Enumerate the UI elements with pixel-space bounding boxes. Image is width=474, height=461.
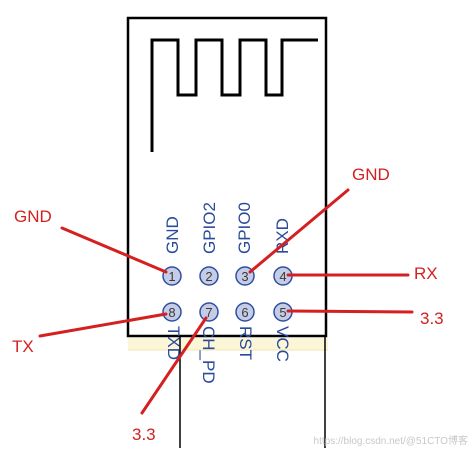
pin-pad-6 <box>235 302 255 322</box>
pin-number-7: 7 <box>205 305 212 320</box>
callout-line-tx <box>38 312 168 338</box>
pin-number-3: 3 <box>241 269 248 284</box>
pin-labels: GND GPIO2 GPIO0 RXD TXD CH_PD RST VCC <box>163 202 292 384</box>
pin-pad-2 <box>199 266 219 286</box>
pin-label-rst: RST <box>236 326 255 360</box>
callout-gnd-left: GND <box>14 207 52 226</box>
pin-number-2: 2 <box>205 269 212 284</box>
callout-3v3-right: 3.3 <box>420 309 444 328</box>
pin-pad-7 <box>199 302 219 322</box>
module-outline <box>126 16 328 338</box>
callout-line-3v3-bottom <box>140 316 208 415</box>
pin-label-gnd: GND <box>163 216 182 254</box>
watermark: https://blog.csdn.net/@51CTO博客 <box>314 434 468 447</box>
callout-labels: GND GND RX 3.3 TX 3.3 <box>12 165 444 444</box>
pin-pad-8 <box>162 302 182 322</box>
callout-tx: TX <box>12 337 34 356</box>
pin-number-5: 5 <box>279 305 286 320</box>
pin-number-6: 6 <box>241 305 248 320</box>
callout-rx: RX <box>414 264 438 283</box>
callout-gnd-right: GND <box>352 165 390 184</box>
pin-8: 8 <box>162 302 182 322</box>
pin-number-4: 4 <box>279 269 286 284</box>
pin-label-rxd: RXD <box>273 218 292 254</box>
pin-number-1: 1 <box>168 269 175 284</box>
pin-label-txd: TXD <box>164 326 183 360</box>
pin-label-gpio2: GPIO2 <box>200 202 219 254</box>
pin-2: 2 <box>199 266 219 286</box>
pin-number-8: 8 <box>168 305 175 320</box>
pin-pad-1 <box>162 266 182 286</box>
pin-pads: 1 2 3 4 8 7 6 5 <box>162 266 293 322</box>
callout-line-gnd-right <box>248 188 350 274</box>
pin-6: 6 <box>235 302 255 322</box>
pin-7: 7 <box>199 302 219 322</box>
callout-lines <box>38 188 414 415</box>
pcb-antenna-trace <box>150 38 318 152</box>
callout-3v3-bottom: 3.3 <box>132 425 156 444</box>
callout-line-gnd-left <box>60 226 168 274</box>
pin-label-gpio0: GPIO0 <box>235 202 254 254</box>
header-strip <box>128 338 328 350</box>
callout-line-3v3-right <box>286 309 414 314</box>
pin-label-ch-pd: CH_PD <box>199 326 218 384</box>
pin-1: 1 <box>162 266 182 286</box>
pin-label-vcc: VCC <box>273 326 292 362</box>
